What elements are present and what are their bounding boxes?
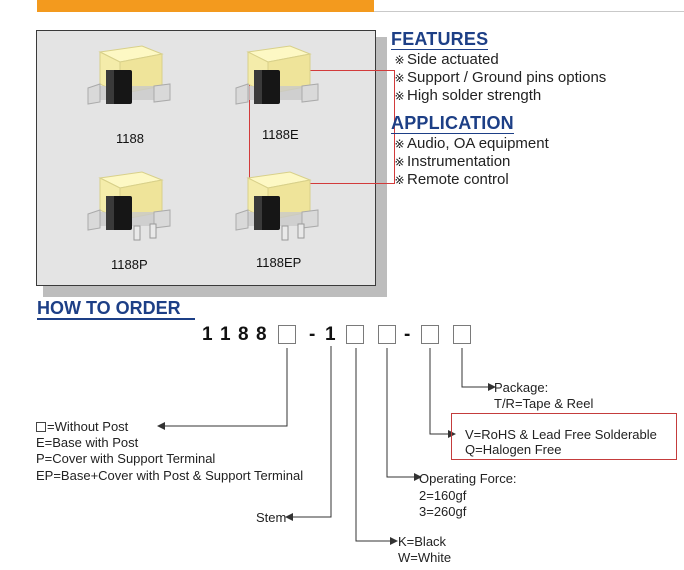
code-dash: - (309, 324, 316, 345)
force-option: 3=260gf (419, 504, 467, 519)
post-option: EP=Base+Cover with Post & Support Termin… (36, 468, 304, 483)
leader-rohs (429, 348, 448, 435)
feature-item: ※Side actuated (392, 51, 498, 68)
product-panel (36, 30, 395, 286)
switch-image-1188 (87, 45, 171, 105)
application-item: ※Instrumentation (392, 153, 510, 170)
leader-force (386, 348, 414, 478)
application-title: APPLICATION (391, 113, 514, 134)
header-accent-bar (37, 0, 374, 12)
package-title: Package: (494, 380, 549, 395)
code-char: 8 (256, 324, 267, 345)
header-rule (374, 11, 684, 12)
code-dash: - (404, 324, 411, 345)
bullet-mark-icon: ※ (394, 89, 405, 103)
empty-box-icon (36, 422, 46, 432)
features-title: FEATURES (391, 29, 489, 50)
switch-image-1188EP (235, 171, 319, 241)
post-option: E=Base with Post (36, 435, 139, 450)
code-box-package (453, 325, 471, 344)
stem-label: Stem (256, 510, 287, 525)
bullet-mark-icon: ※ (394, 53, 405, 67)
rohs-option: Q=Halogen Free (465, 442, 562, 457)
code-char-stem: 1 (325, 324, 336, 345)
product-label-1188P: 1188P (111, 257, 148, 272)
code-box-rohs (421, 325, 439, 344)
bullet-mark-icon: ※ (394, 173, 405, 187)
code-box-post (278, 325, 296, 344)
code-char: 1 (220, 324, 231, 345)
code-char: 1 (202, 324, 213, 345)
color-option: K=Black (398, 534, 447, 549)
highlight-box-1188E (249, 70, 395, 184)
how-to-order-title: HOW TO ORDER (37, 298, 181, 318)
switch-image-1188P (87, 171, 171, 241)
product-label-1188E: 1188E (262, 127, 299, 142)
force-option: 2=160gf (419, 488, 467, 503)
leader-color (355, 348, 390, 542)
bullet-mark-icon: ※ (394, 71, 405, 85)
product-label-1188: 1188 (116, 131, 144, 146)
leader-post (165, 348, 288, 427)
leader-stem (293, 346, 332, 518)
how-to-order-underline (37, 318, 195, 320)
code-box-color (346, 325, 364, 344)
code-box-force (378, 325, 396, 344)
product-label-1188EP: 1188EP (256, 255, 302, 270)
bullet-mark-icon: ※ (394, 155, 405, 169)
switch-image-1188E (235, 45, 319, 105)
bullet-mark-icon: ※ (394, 137, 405, 151)
leader-package (461, 348, 488, 388)
rohs-option: V=RoHS & Lead Free Solderable (465, 427, 657, 442)
color-option: W=White (398, 550, 452, 565)
post-option-none: =Without Post (36, 419, 128, 434)
post-option: P=Cover with Support Terminal (36, 451, 216, 466)
force-title: Operating Force: (419, 471, 517, 486)
application-item: ※Remote control (392, 171, 508, 188)
rohs-highlight-box (451, 413, 677, 460)
application-item: ※Audio, OA equipment (392, 135, 548, 152)
package-option: T/R=Tape & Reel (494, 396, 594, 411)
feature-item: ※High solder strength (392, 87, 541, 104)
feature-item: ※Support / Ground pins options (392, 69, 606, 86)
code-char: 8 (238, 324, 249, 345)
